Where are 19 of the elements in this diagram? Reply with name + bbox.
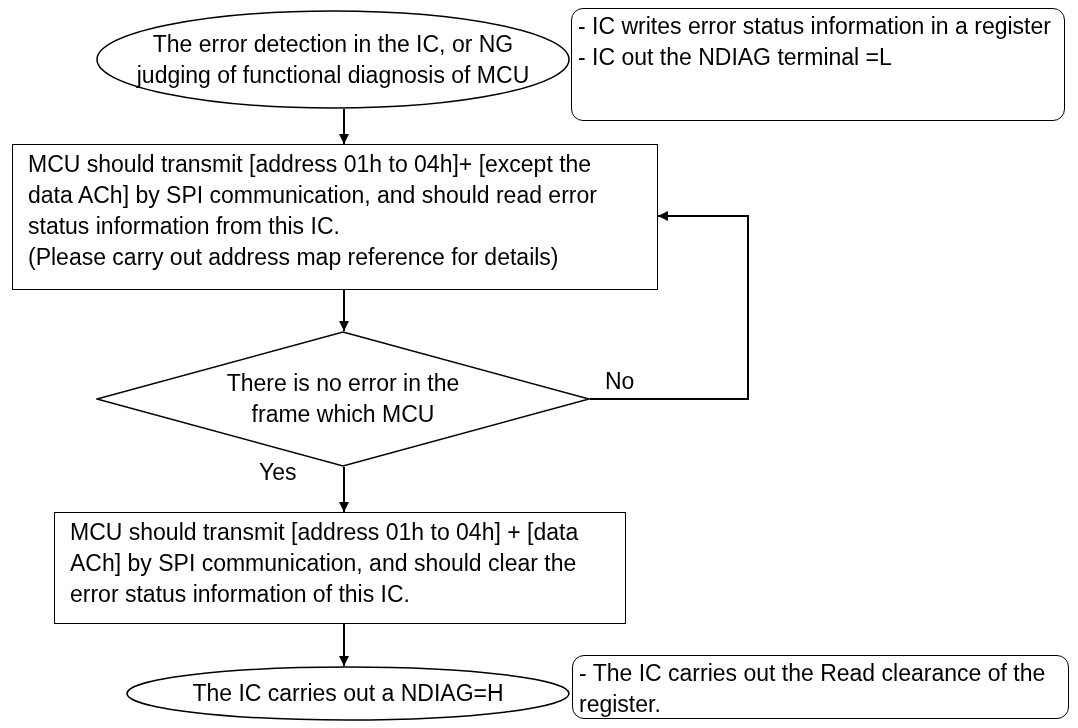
- arrow: [339, 289, 349, 332]
- note-box: [571, 8, 1065, 121]
- note-text: - IC writes error status information in a register: [578, 12, 1052, 41]
- terminator-text: The IC carries out a NDIAG=H: [192, 679, 504, 708]
- note-text: - IC out the NDIAG terminal =L: [578, 43, 893, 72]
- arrow: [339, 107, 349, 145]
- process-box: [12, 144, 658, 290]
- decision-text: There is no error in the frame which MCU: [225, 369, 461, 429]
- process-box: [54, 512, 626, 624]
- terminator-text: The error detection in the IC, or NG judging of functional diagnosis of MCU: [135, 29, 531, 90]
- note-text: - The IC carries out the Read clearance of the register.: [579, 659, 1047, 719]
- terminator-oval: [96, 10, 570, 109]
- arrow: [589, 211, 749, 400]
- terminator-oval: [126, 666, 570, 721]
- process-text: MCU should transmit [address 01h to 04h]+ [except the data ACh] by SPI communication, and should read error status information from this IC.: [28, 150, 598, 241]
- arrow: [339, 623, 349, 667]
- arrow: [339, 466, 349, 513]
- process-text: MCU should transmit [address 01h to 04h] + [data ACh] by SPI communication, and should clear the error status information of this IC.: [70, 518, 580, 609]
- process-text: (Please carry out address map reference for details): [28, 243, 560, 272]
